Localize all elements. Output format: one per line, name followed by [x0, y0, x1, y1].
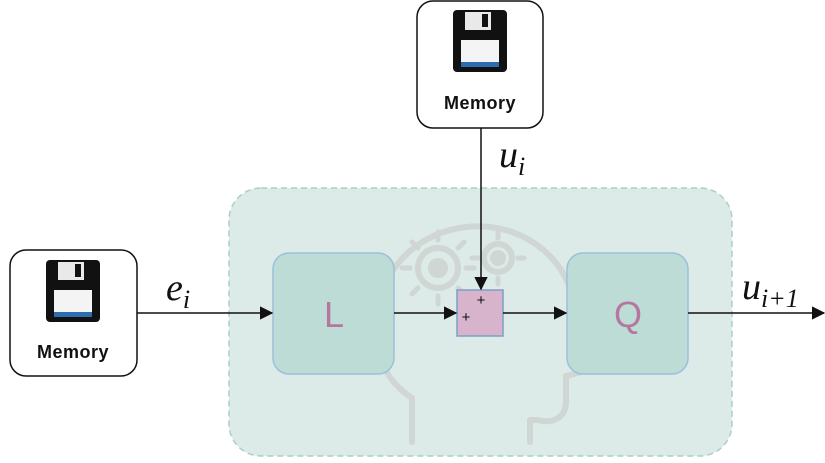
block-q-label: Q	[614, 294, 642, 335]
sign-left: +	[462, 309, 471, 326]
floppy-disk-icon	[453, 10, 507, 72]
block-l: L	[272, 252, 395, 375]
signal-feedback-label: ui	[499, 134, 525, 181]
sign-top: +	[477, 292, 486, 309]
memory-top: Memory	[416, 0, 544, 129]
floppy-disk-icon	[46, 260, 100, 322]
signal-input-label: ei	[166, 267, 190, 314]
summing-junction: + +	[456, 289, 504, 337]
memory-left-label: Memory	[37, 342, 109, 362]
signal-output-label: ui+1	[742, 266, 799, 313]
block-l-label: L	[324, 294, 344, 335]
memory-left: Memory	[9, 249, 138, 377]
block-q: Q	[566, 252, 689, 375]
memory-top-label: Memory	[444, 93, 516, 113]
head-gears-icon	[372, 223, 585, 445]
